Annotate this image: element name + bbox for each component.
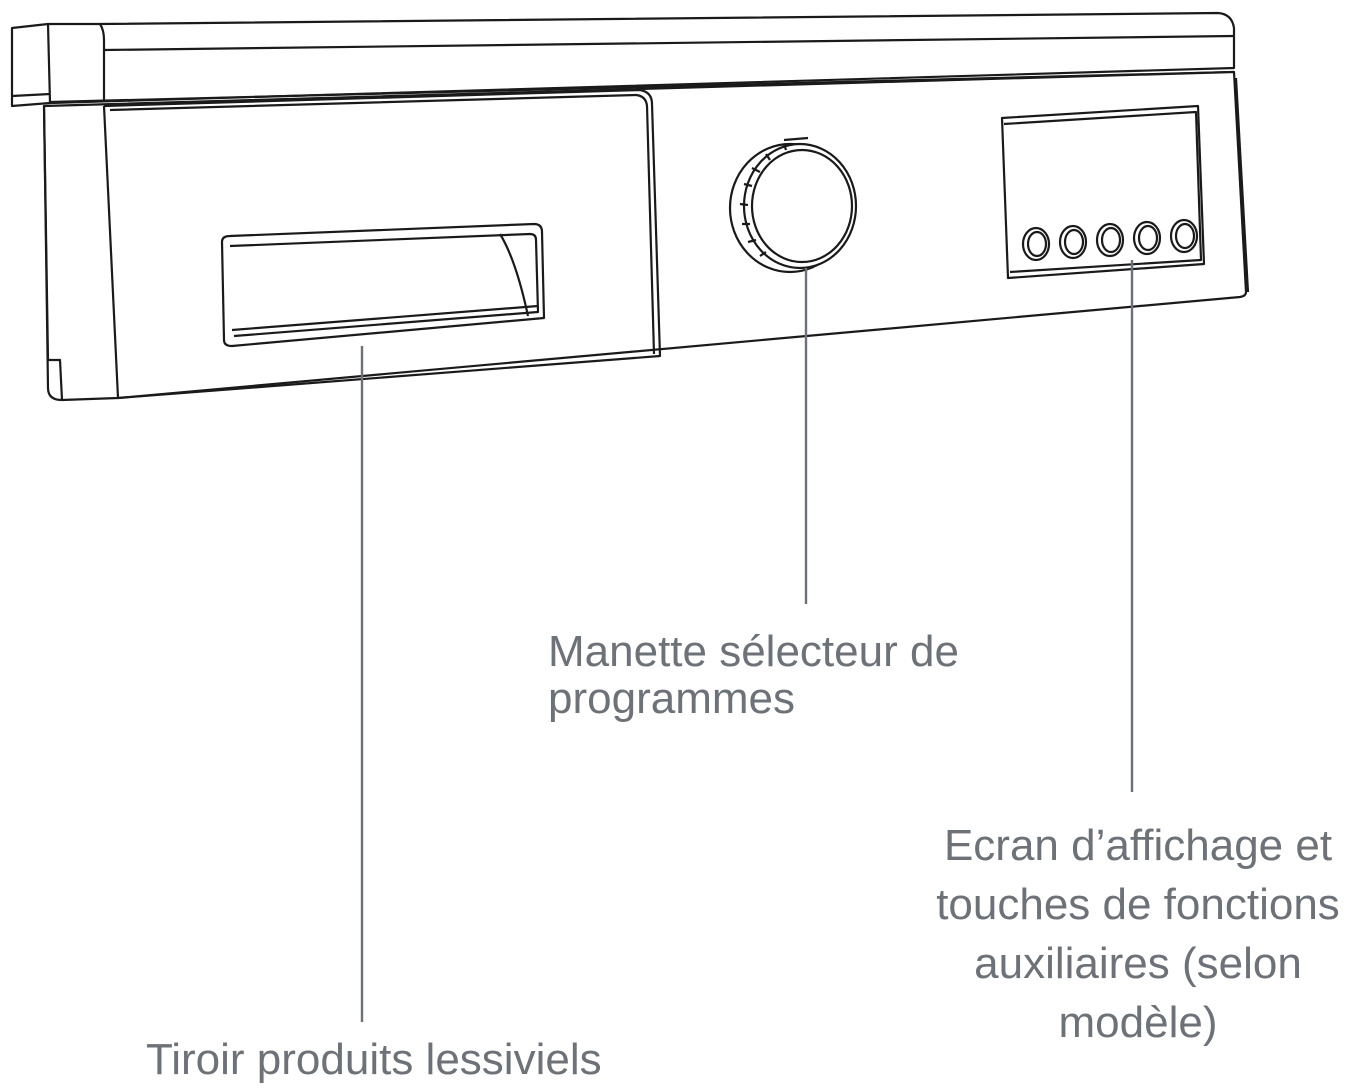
- label-display-line-1: Ecran d’affichage et: [943, 821, 1333, 870]
- label-detergent-drawer: Tiroir produits lessiviels: [146, 1036, 602, 1083]
- label-display-line-4: modèle): [1058, 998, 1218, 1047]
- function-button-3-rim: [1100, 226, 1122, 254]
- label-display-line-3: auxiliaires (selon: [974, 939, 1302, 988]
- detergent-drawer: [103, 88, 662, 400]
- label-program-selector-line-1: Manette sélecteur de: [548, 627, 959, 676]
- function-button-1-rim: [1026, 230, 1048, 258]
- panel-top-cover: [10, 11, 1236, 108]
- function-button-2-rim: [1063, 228, 1085, 256]
- function-button-4-rim: [1137, 224, 1159, 252]
- function-button-5-rim: [1174, 222, 1196, 250]
- label-display-and-buttons: Ecran d’affichage et touches de fonction…: [910, 816, 1366, 1052]
- program-selector-knob: [728, 136, 858, 274]
- label-program-selector: Manette sélecteur de programmes: [548, 628, 959, 722]
- leader-lines: [360, 260, 1134, 1022]
- function-buttons: [1021, 218, 1199, 262]
- label-program-selector-line-2: programmes: [548, 674, 795, 723]
- label-detergent-drawer-line-1: Tiroir produits lessiviels: [146, 1035, 602, 1084]
- label-display-line-2: touches de fonctions: [936, 880, 1340, 929]
